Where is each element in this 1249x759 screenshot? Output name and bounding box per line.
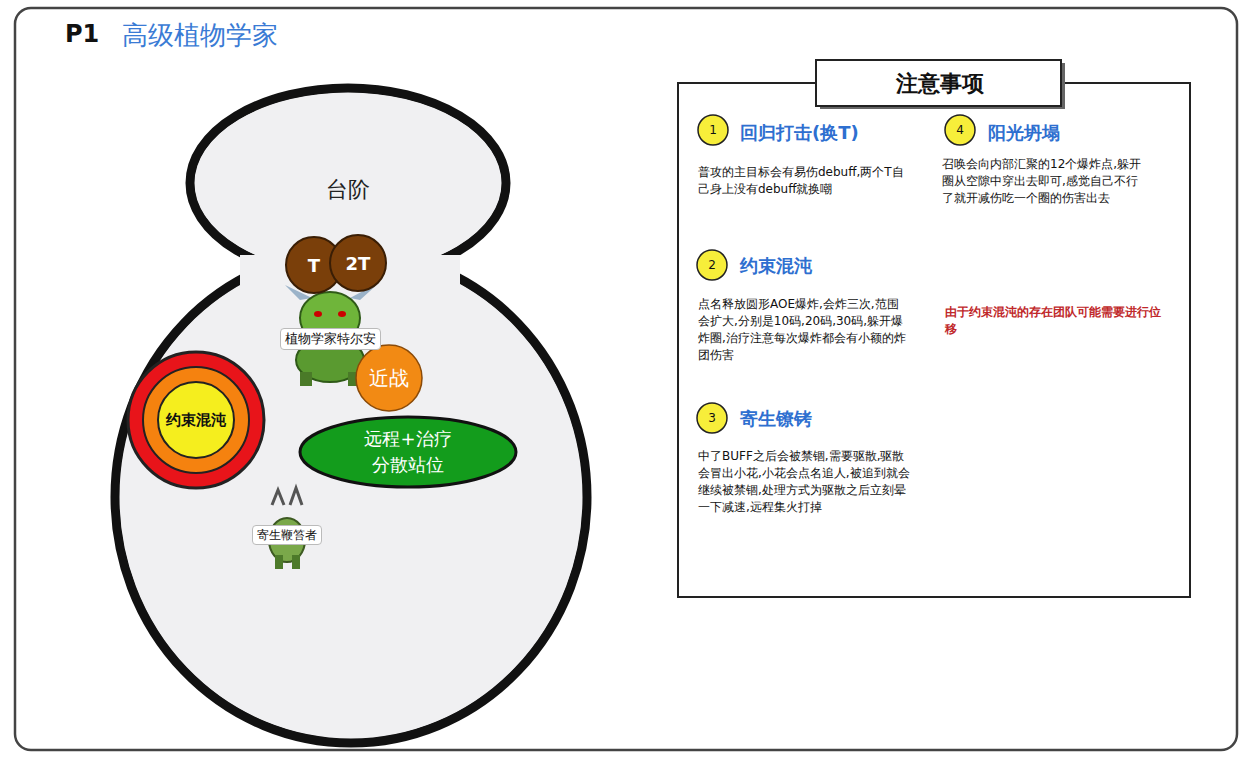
section-body: 普攻的主目标会有易伤debuff,两个T自己身上没有debuff就换嘲 xyxy=(698,164,904,198)
node-text: 1 xyxy=(709,123,717,137)
node-text: 台阶 xyxy=(326,175,370,205)
section-body: 召唤会向内部汇聚的12个爆炸点,躲开圈从空隙中穿出去即可,感觉自己不行了就开减伤… xyxy=(942,156,1147,207)
stage-region: 台阶 xyxy=(300,170,396,210)
callout-number: 3 xyxy=(697,403,727,433)
callout-number: 2 xyxy=(697,250,727,280)
section-title: 约束混沌 xyxy=(740,254,812,278)
callout-number: 1 xyxy=(698,115,728,145)
section-body: 点名释放圆形AOE爆炸,会炸三次,范围会扩大,分别是10码,20码,30码,躲开… xyxy=(698,296,910,364)
node-text: 寄生鞭笞者 xyxy=(257,527,317,544)
boss-tag: 植物学家特尔安 xyxy=(280,328,381,350)
node-text: 植物学家特尔安 xyxy=(285,330,376,348)
notes-panel xyxy=(678,83,1190,597)
node-text: 2 xyxy=(708,258,716,272)
melee-label: 近战 xyxy=(356,345,422,411)
chaos-label: 约束混沌 xyxy=(150,404,242,436)
node-text: 注意事项 xyxy=(818,62,1061,106)
tank-label: T xyxy=(286,237,342,293)
page-label: P1 xyxy=(65,20,99,48)
chaos-rings xyxy=(128,352,264,488)
tank-label: 2T xyxy=(330,235,386,291)
add-tag: 寄生鞭笞者 xyxy=(252,525,322,545)
tank-circle xyxy=(330,235,386,291)
melee-circle xyxy=(356,345,422,411)
ranged-label: 远程+治疗 分散站位 xyxy=(320,420,496,484)
section-title: 回归打击(换T) xyxy=(740,121,859,145)
diagram-title: 高级植物学家 xyxy=(122,18,278,53)
section-body: 中了BUFF之后会被禁锢,需要驱散,驱散会冒出小花,小花会点名追人,被追到就会继… xyxy=(698,448,914,516)
callout-number: 4 xyxy=(945,115,975,145)
node-text: 远程+治疗 分散站位 xyxy=(353,426,463,478)
node-text: 4 xyxy=(956,123,964,137)
node-text: 2T xyxy=(346,253,371,274)
section-title: 阳光坍塌 xyxy=(988,121,1060,145)
section-title: 寄生镣铐 xyxy=(740,407,812,431)
ranged-zone xyxy=(300,417,516,487)
node-text: 约束混沌 xyxy=(166,411,226,430)
node-text: 3 xyxy=(708,411,716,425)
node-text: 近战 xyxy=(369,365,409,392)
node-text: T xyxy=(308,255,320,276)
warning-note: 由于约束混沌的存在团队可能需要进行位移 xyxy=(945,304,1163,338)
